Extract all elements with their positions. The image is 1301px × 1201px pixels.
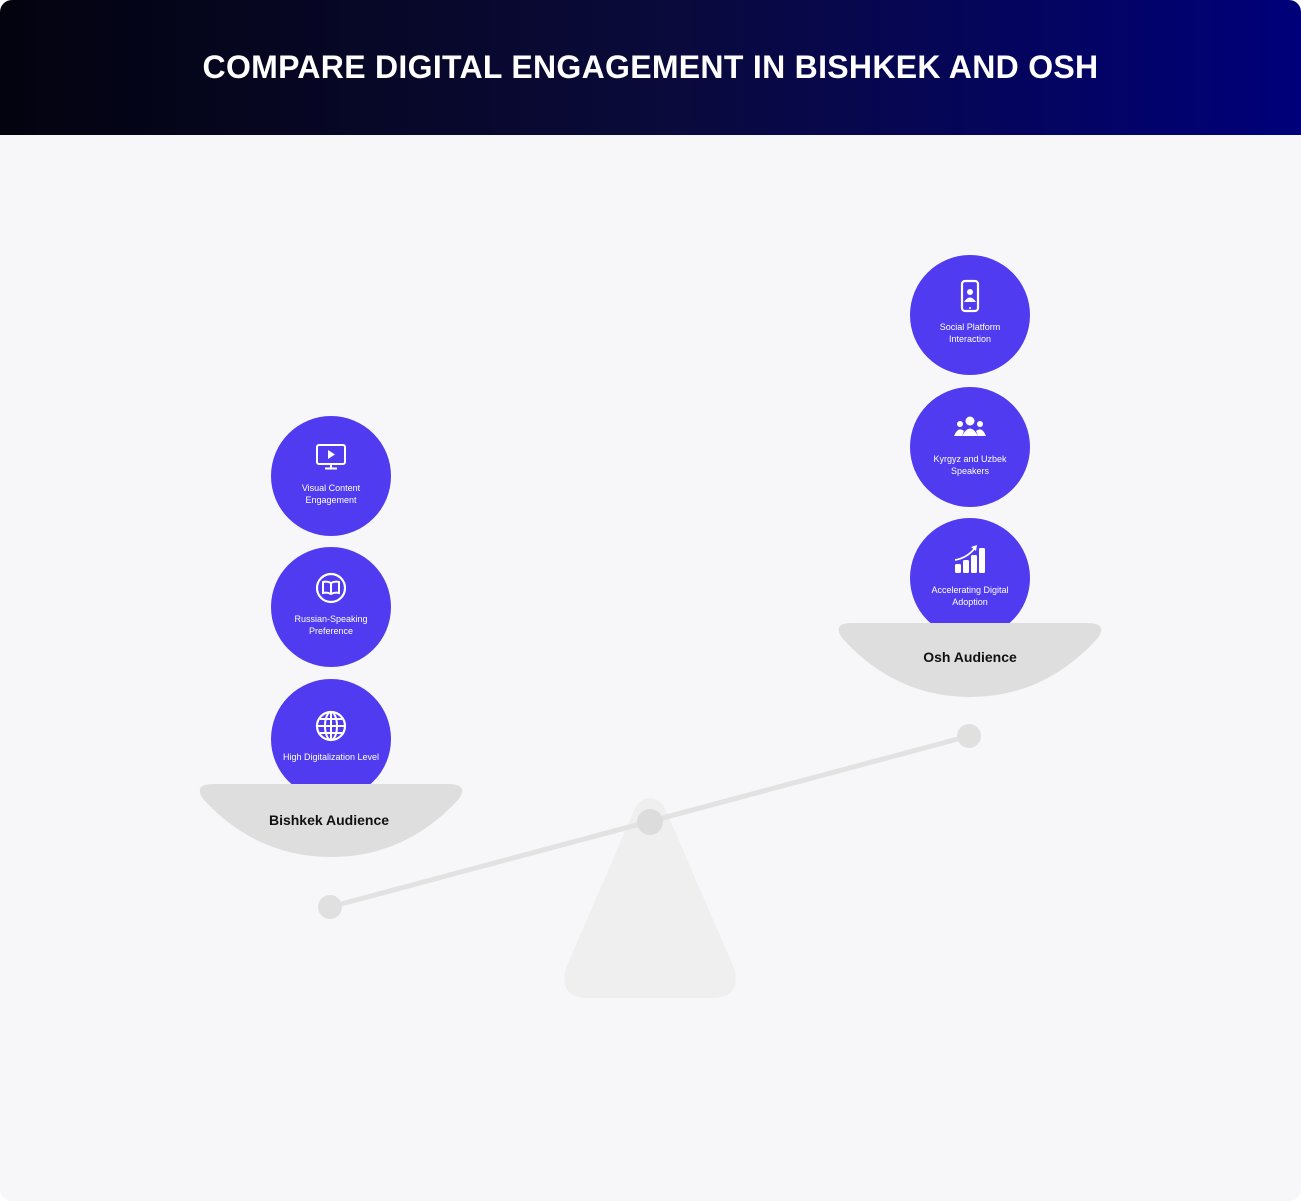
item-russian-speaking: Russian-Speaking Preference bbox=[271, 547, 391, 667]
group-icon bbox=[954, 416, 986, 436]
pan-right bbox=[838, 623, 1102, 697]
pivot bbox=[637, 809, 663, 835]
pan-left bbox=[199, 784, 463, 857]
item-high-digitalization: High Digitalization Level bbox=[271, 679, 391, 799]
smartphone-user-icon bbox=[960, 279, 980, 313]
pan-label-osh: Osh Audience bbox=[923, 649, 1017, 665]
item-visual-content: Visual Content Engagement bbox=[271, 416, 391, 536]
pan-label-bishkek: Bishkek Audience bbox=[268, 812, 390, 828]
beam-end-right bbox=[957, 724, 981, 748]
header: COMPARE DIGITAL ENGAGEMENT IN BISHKEK AN… bbox=[0, 0, 1301, 135]
item-kyrgyz-uzbek: Kyrgyz and Uzbek Speakers bbox=[910, 387, 1030, 507]
video-monitor-icon bbox=[316, 444, 346, 470]
globe-icon bbox=[315, 710, 347, 742]
growth-chart-icon bbox=[954, 545, 985, 573]
item-social-platform: Social Platform Interaction bbox=[910, 255, 1030, 375]
book-icon bbox=[315, 572, 347, 604]
beam-end-left bbox=[318, 895, 342, 919]
page-title: COMPARE DIGITAL ENGAGEMENT IN BISHKEK AN… bbox=[202, 49, 1099, 85]
item-accelerating-adoption: Accelerating Digital Adoption bbox=[910, 518, 1030, 638]
fulcrum bbox=[564, 798, 736, 998]
